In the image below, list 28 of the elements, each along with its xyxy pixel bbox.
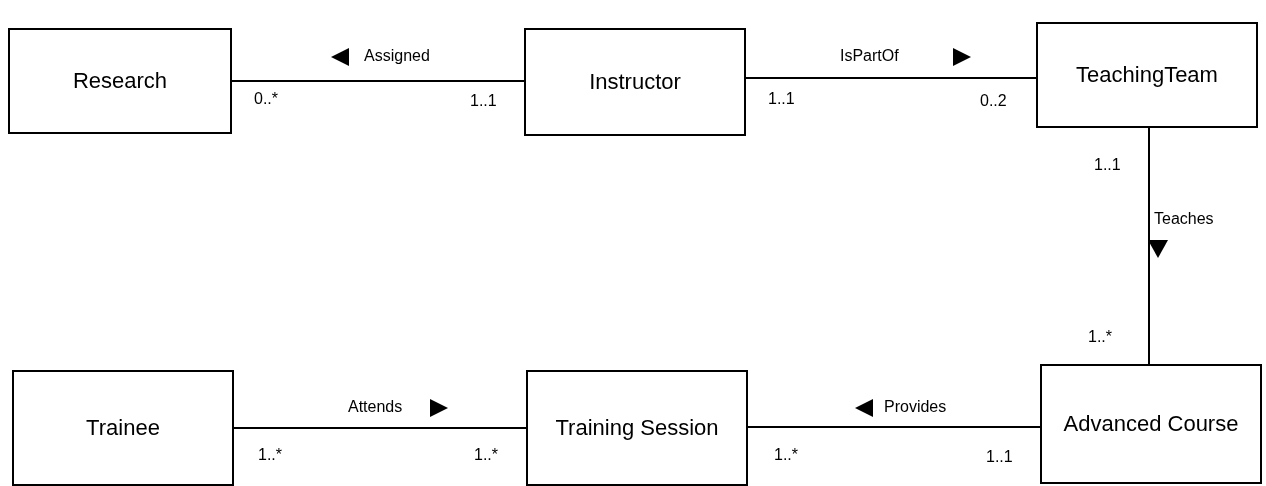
association-line bbox=[1148, 127, 1150, 365]
class-name: Advanced Course bbox=[1063, 409, 1239, 438]
class-box bbox=[12, 370, 234, 486]
class-box bbox=[1040, 364, 1262, 484]
multiplicity-label: 1..1 bbox=[470, 92, 497, 110]
multiplicity-label: 1..1 bbox=[768, 90, 795, 108]
association-line bbox=[231, 80, 525, 82]
multiplicity-label: 0..2 bbox=[980, 92, 1007, 110]
edge-label: Assigned bbox=[362, 47, 432, 65]
multiplicity-label: 1..1 bbox=[986, 448, 1013, 466]
class-name: Research bbox=[72, 66, 168, 95]
association-line bbox=[233, 427, 527, 429]
multiplicity-label: 1..1 bbox=[1094, 156, 1121, 174]
association-line bbox=[745, 77, 1037, 79]
class-name: Instructor bbox=[589, 67, 681, 96]
class-name: Training Session bbox=[555, 413, 719, 442]
multiplicity-label: 1..* bbox=[258, 446, 282, 464]
association-line bbox=[747, 426, 1041, 428]
class-box bbox=[1036, 22, 1258, 128]
multiplicity-label: 1..* bbox=[774, 446, 798, 464]
class-name: TeachingTeam bbox=[1076, 60, 1218, 89]
class-box bbox=[526, 370, 748, 486]
multiplicity-label: 0..* bbox=[254, 90, 278, 108]
class-name: Trainee bbox=[86, 413, 160, 442]
multiplicity-label: 1..* bbox=[474, 446, 498, 464]
multiplicity-label: 1..* bbox=[1088, 328, 1112, 346]
class-box bbox=[8, 28, 232, 134]
class-box bbox=[524, 28, 746, 136]
